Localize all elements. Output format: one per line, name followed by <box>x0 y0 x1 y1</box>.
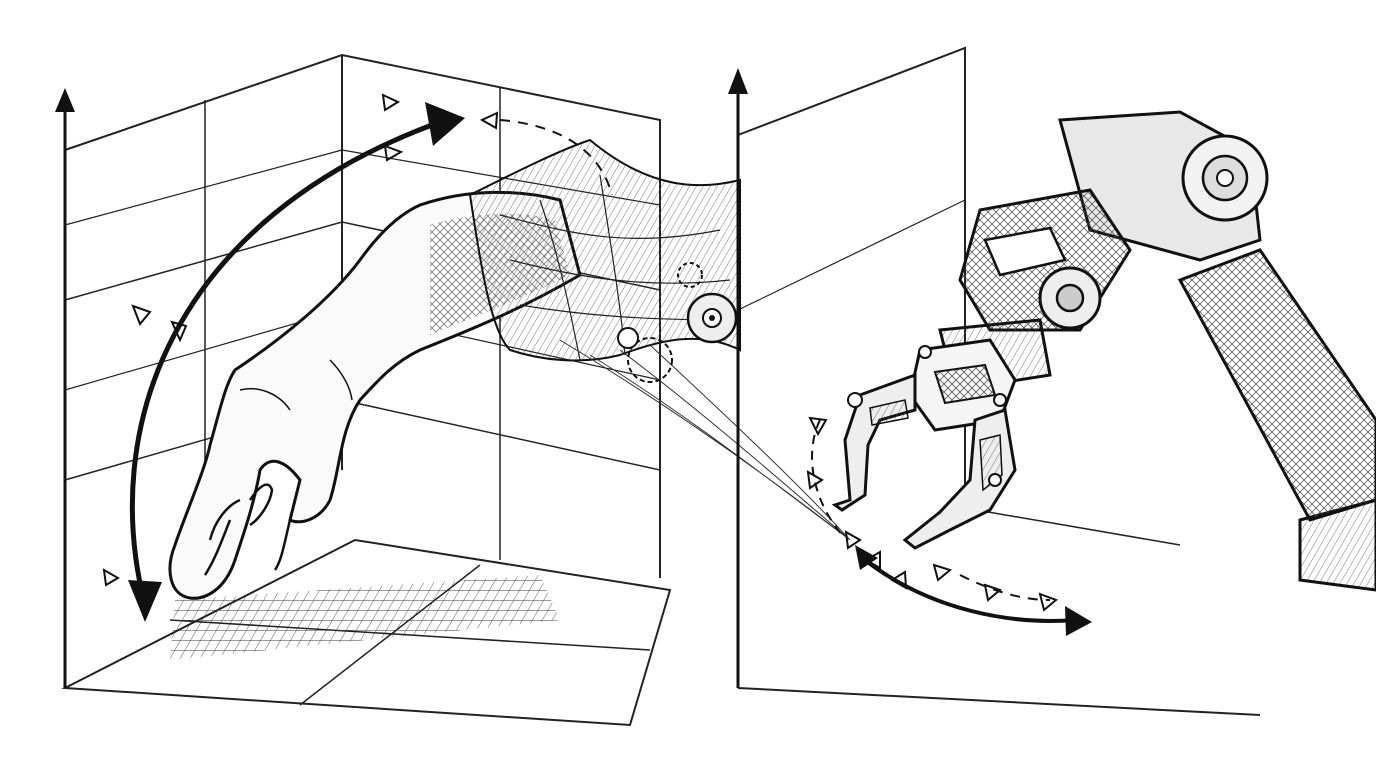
gripper-left-finger <box>831 372 917 512</box>
gear-icon <box>617 262 738 383</box>
sleeve-mesh <box>468 138 851 541</box>
curved-motion-arrow-icon <box>128 102 465 622</box>
right-axis-arrow-icon <box>728 68 748 688</box>
robot-arm <box>938 110 1376 592</box>
lower-curved-arrow-icon <box>855 545 1092 636</box>
hand-fingers <box>203 483 292 576</box>
triangle-marker-icon <box>806 416 1058 612</box>
right-panel <box>728 46 1376 716</box>
left-axis-arrow-icon <box>55 88 75 688</box>
dashed-path-gripper <box>811 419 846 539</box>
left-panel <box>55 53 851 727</box>
robot-gripper-icon <box>831 338 1017 550</box>
knuckle-lines <box>239 359 353 411</box>
triangle-marker-icon <box>102 93 499 587</box>
floor-hatch-shadow <box>170 575 560 660</box>
dashed-path-bottom <box>959 574 1051 601</box>
